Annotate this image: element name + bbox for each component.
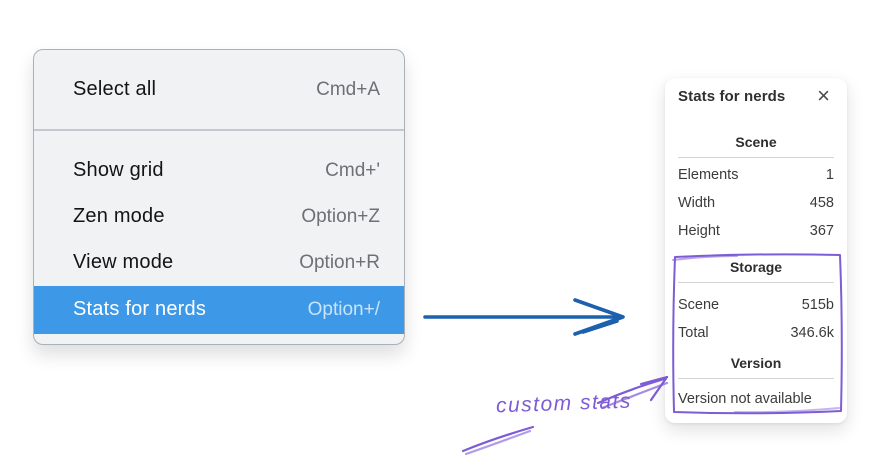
stat-value: 1 (825, 167, 834, 183)
menu-item-zen-mode[interactable]: Zen mode Option+Z (34, 194, 404, 240)
menu-item-stats-for-nerds[interactable]: Stats for nerds Option+/ (34, 285, 404, 334)
menu-item-shortcut: Cmd+A (316, 78, 380, 100)
stats-panel: Stats for nerds × Scene Elements 1 Width… (665, 78, 847, 423)
menu-item-view-mode[interactable]: View mode Option+R (34, 240, 404, 286)
menu-item-label: Select all (73, 78, 157, 100)
stat-row-elements: Elements 1 (678, 161, 834, 189)
menu-item-label: Stats for nerds (73, 298, 207, 320)
stat-row-height: Height 367 (678, 217, 834, 245)
stat-value: 458 (809, 195, 834, 211)
section-heading-scene: Scene (735, 134, 777, 150)
context-menu: Select all Cmd+A Show grid Cmd+' Zen mod… (33, 49, 405, 345)
pointer-arrow-icon (423, 298, 625, 336)
stat-row-width: Width 458 (678, 189, 834, 217)
stats-panel-title: Stats for nerds (678, 87, 786, 105)
section-divider (678, 157, 834, 158)
menu-spacer (34, 131, 404, 148)
stat-value: 367 (809, 223, 834, 239)
section-divider (678, 282, 834, 283)
menu-item-shortcut: Cmd+' (325, 159, 380, 181)
stats-panel-header: Stats for nerds × (678, 83, 834, 108)
section-divider (678, 378, 834, 379)
storage-rows: Scene 515b Total 346.6k (678, 291, 834, 347)
stat-value: 346.6k (790, 325, 834, 341)
stat-label: Width (678, 195, 716, 211)
menu-item-shortcut: Option+Z (301, 205, 380, 227)
menu-item-select-all[interactable]: Select all Cmd+A (34, 50, 404, 129)
stat-row-scene-storage: Scene 515b (678, 291, 834, 319)
stat-label: Elements (678, 167, 739, 183)
menu-item-shortcut: Option+/ (307, 298, 380, 320)
section-heading-storage: Storage (729, 259, 783, 275)
annotation-label: custom stats (495, 389, 633, 418)
menu-item-shortcut: Option+R (299, 251, 380, 273)
menu-item-label: Zen mode (73, 205, 165, 227)
section-heading-version: Version (730, 355, 782, 371)
stat-value: 515b (801, 297, 834, 313)
close-icon[interactable]: × (817, 83, 830, 108)
menu-item-label: View mode (73, 251, 174, 273)
stat-label: Total (678, 325, 709, 341)
menu-item-show-grid[interactable]: Show grid Cmd+' (34, 148, 404, 194)
stat-label: Scene (678, 297, 720, 313)
menu-divider (34, 129, 404, 131)
stat-row-total-storage: Total 346.6k (678, 319, 834, 347)
menu-item-label: Show grid (73, 159, 164, 181)
version-note: Version not available (678, 391, 812, 407)
scene-rows: Elements 1 Width 458 Height 367 (678, 161, 834, 245)
stat-label: Height (678, 223, 720, 239)
